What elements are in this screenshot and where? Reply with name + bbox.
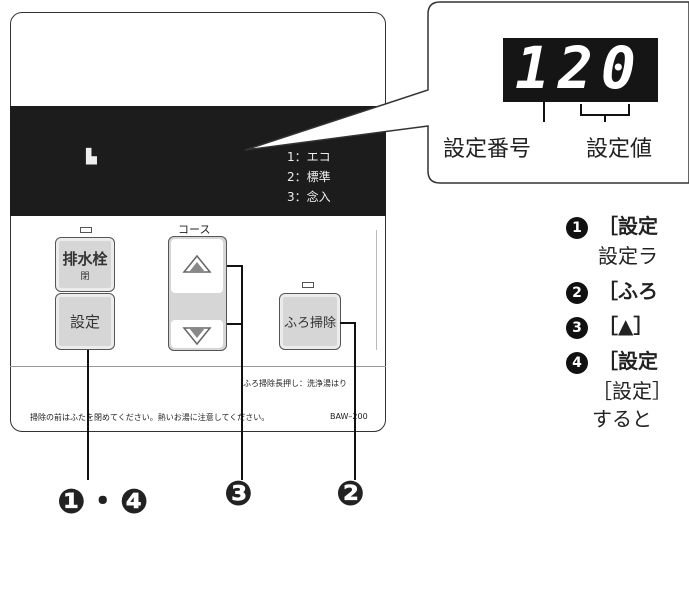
bracket-value-right — [628, 104, 630, 116]
step-1: 1 ［設定 — [566, 210, 658, 239]
leader-up — [227, 265, 243, 267]
down-arrow-icon — [182, 327, 212, 346]
up-arrow-icon — [182, 254, 212, 273]
model-number: BAW–200 — [330, 412, 368, 421]
bath-icon: ▙ — [86, 149, 97, 165]
callout-display — [503, 38, 658, 102]
step-4-title: ［設定 — [598, 349, 658, 373]
bracket-value-left — [580, 104, 582, 116]
step-3-title: ［▲］ — [598, 314, 654, 338]
bracket-number — [543, 102, 545, 122]
step-3-num: 3 — [566, 316, 588, 339]
up-button[interactable] — [171, 239, 223, 293]
display-value: 120 — [515, 34, 644, 102]
label-setting-number: 設定番号 — [443, 137, 532, 162]
label-setting-value: 設定値 — [586, 137, 653, 162]
step-2: 2 ［ふろ — [566, 275, 658, 304]
drain-button-sub: 閉 — [80, 271, 90, 282]
leader-line-2 — [354, 322, 356, 480]
step-1-title: ［設定 — [598, 214, 658, 238]
drain-button-label: 排水栓 — [62, 249, 108, 268]
step-4-body: ［設定］ — [592, 379, 672, 403]
long-press-note: ふろ掃除長押し：洗浄湯はり — [243, 379, 347, 388]
set-button[interactable]: 設定 — [55, 293, 115, 350]
marker-3: ❸ — [224, 474, 253, 514]
step-2-title: ［ふろ — [598, 279, 658, 303]
step-1-num: 1 — [566, 216, 588, 239]
leader-line-1-4 — [87, 350, 89, 480]
marker-1-4: ❶・❹ — [57, 482, 149, 522]
step-4: 4 ［設定 — [566, 345, 658, 374]
course-rocker — [168, 236, 227, 351]
bath-clean-led — [302, 282, 314, 288]
leader-down — [227, 323, 243, 325]
set-button-label: 設定 — [69, 313, 100, 331]
leader-line-3 — [241, 265, 243, 480]
bracket-value-stem — [604, 114, 606, 122]
remote-panel — [10, 12, 386, 432]
marker-2: ❷ — [336, 474, 365, 514]
mode-thorough: 3：念入 — [287, 190, 331, 204]
panel-divider — [10, 366, 386, 367]
course-label: コース — [178, 223, 211, 236]
down-button[interactable] — [171, 320, 223, 348]
drain-button[interactable]: 排水栓 閉 — [55, 237, 115, 292]
bath-clean-label: ふろ掃除 — [283, 316, 336, 331]
mode-eco: 1：エコ — [287, 150, 331, 164]
step-4-num: 4 — [566, 351, 588, 374]
step-2-num: 2 — [566, 281, 588, 304]
mode-standard: 2：標準 — [287, 170, 331, 184]
bath-clean-button[interactable]: ふろ掃除 — [279, 293, 341, 350]
step-1-body: 設定ラ — [598, 244, 658, 268]
step-4-body-2: すると — [592, 407, 652, 431]
panel-edge-line — [376, 230, 377, 350]
step-3: 3 ［▲］ — [566, 310, 653, 339]
bottom-note: 掃除の前はふたを閉めてください。熱いお湯に注意してください。 — [30, 413, 270, 422]
drain-led — [80, 227, 92, 233]
leader-bath — [340, 322, 356, 324]
